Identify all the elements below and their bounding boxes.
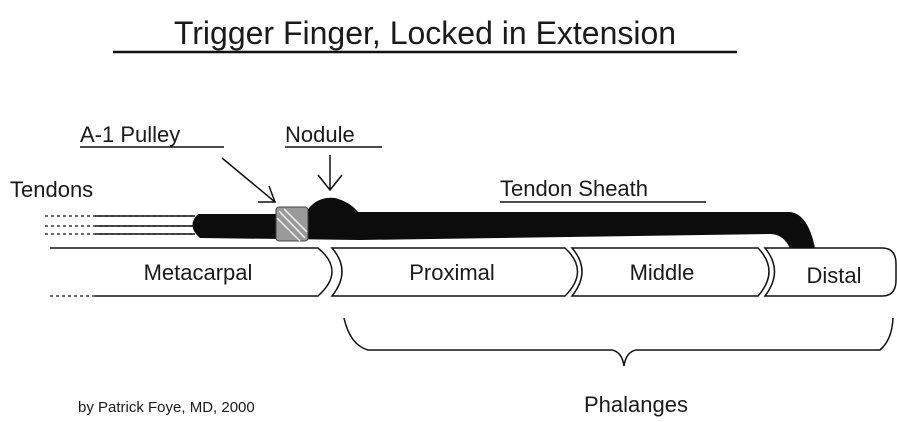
tendons-label: Tendons	[10, 177, 93, 202]
diagram-title: Trigger Finger, Locked in Extension	[174, 15, 676, 51]
tendon-lines	[45, 215, 195, 235]
a1-pulley-label: A-1 Pulley	[80, 122, 180, 147]
distal-phalanx	[763, 247, 897, 297]
metacarpal-label: Metacarpal	[144, 260, 253, 285]
nodule-arrowhead	[317, 174, 343, 192]
a1-pulley	[275, 206, 309, 242]
middle-phalanx	[570, 247, 770, 297]
a1-pulley-pointer-line	[221, 157, 276, 203]
distal-label: Distal	[806, 263, 861, 288]
tendon-sheath-label: Tendon Sheath	[500, 176, 648, 201]
proximal-phalanx	[330, 247, 579, 297]
middle-label: Middle	[630, 260, 695, 285]
nodule-label: Nodule	[285, 122, 355, 147]
phalanges-bracket	[343, 317, 894, 367]
proximal-label: Proximal	[409, 260, 495, 285]
phalanges-label: Phalanges	[584, 392, 688, 417]
tendon-sheath-band	[192, 197, 815, 248]
author-credit: by Patrick Foye, MD, 2000	[78, 399, 255, 416]
a1-pulley-arrowhead	[258, 185, 277, 203]
bones	[50, 247, 897, 297]
metacarpal-bone	[50, 247, 333, 297]
